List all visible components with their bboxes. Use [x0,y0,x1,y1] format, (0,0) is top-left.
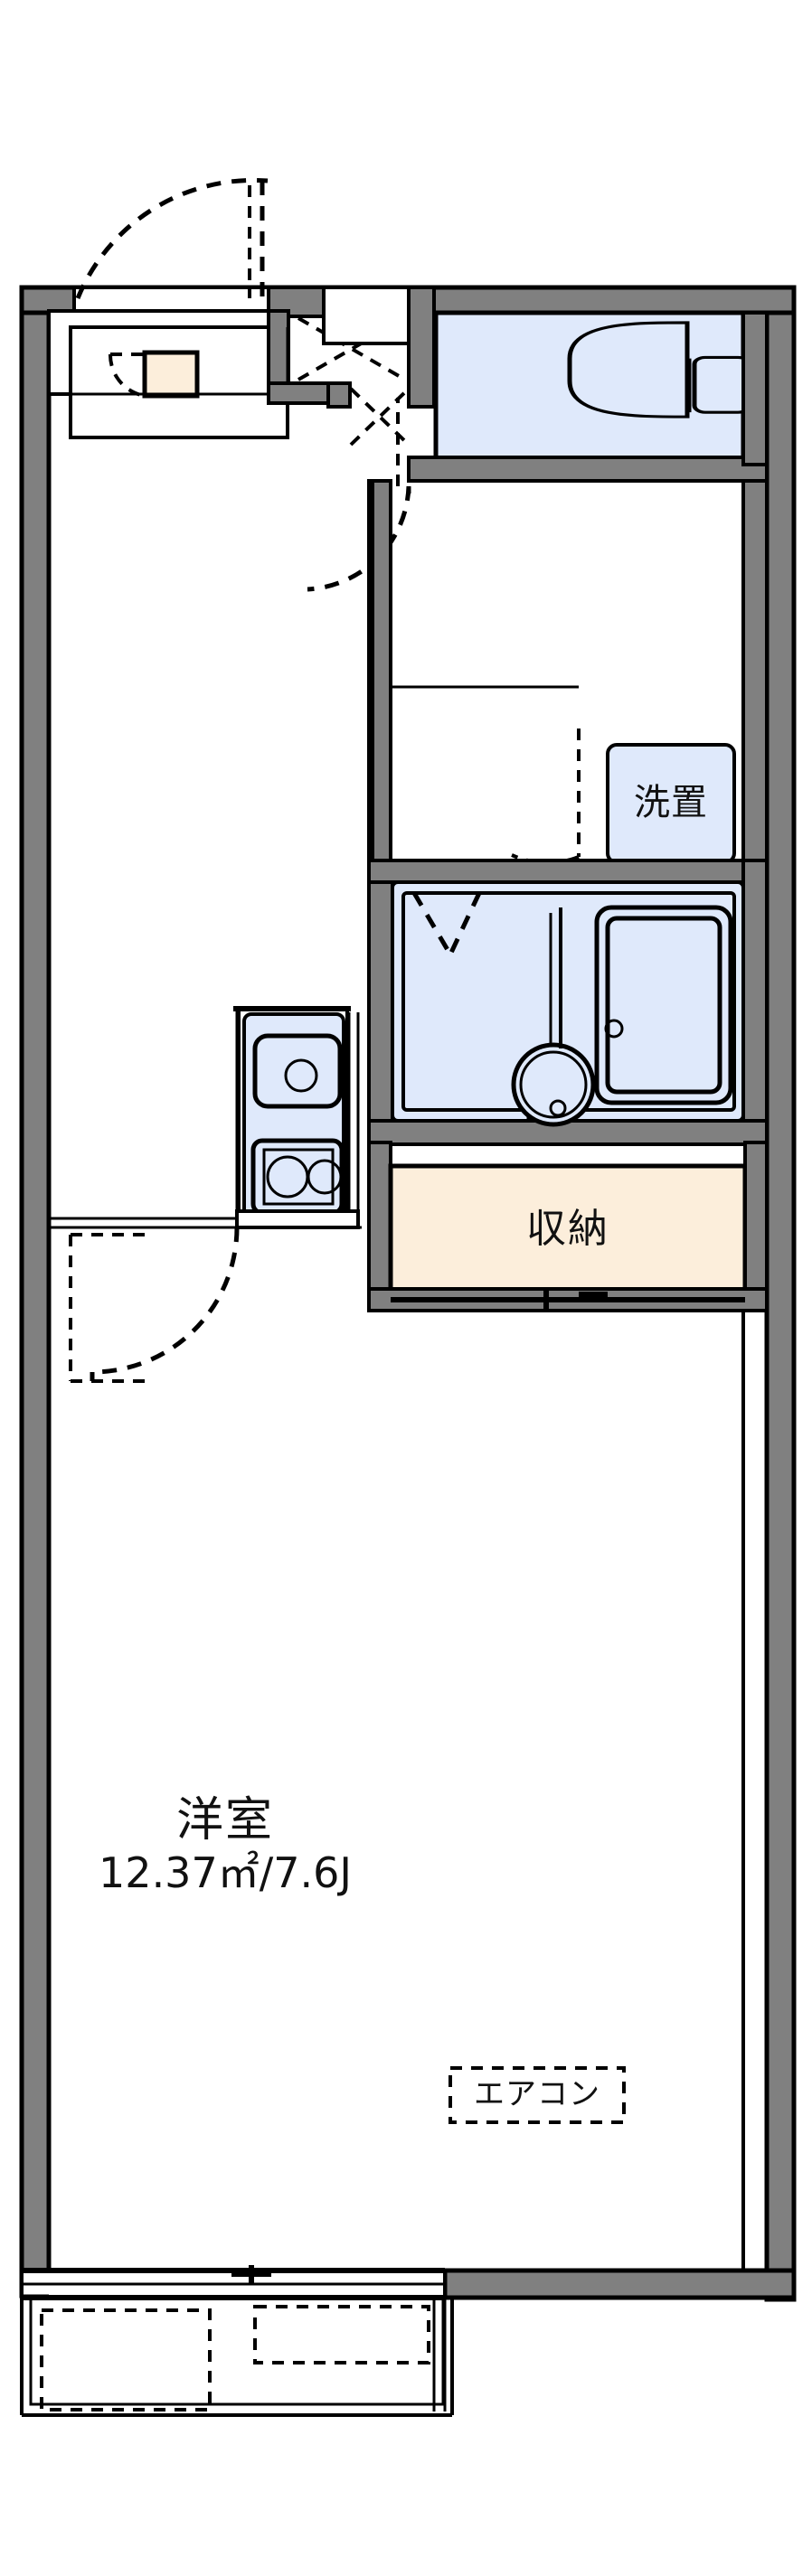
wall-bath-top [367,859,769,884]
kitchen-sink [252,1033,343,1109]
wall-storage-left [367,1141,392,1298]
gas-stove-inner [262,1148,335,1206]
balcony-handrail [253,2305,430,2364]
wash-basin-inner [519,1050,588,1119]
hall-ceiling-hatch [322,286,412,345]
balcony-slab [40,2308,212,2411]
storage-closet [388,1163,748,1299]
room-name-label: 洋室 [175,1793,274,1847]
aircon-unit [448,2066,626,2124]
wall-bath-left [367,859,394,1144]
wall-exterior-bottom-right [442,2268,797,2300]
toilet-door-swing [307,485,411,592]
toilet-bowl [567,321,690,418]
wall-toilet-left [407,286,436,409]
aircon-label: エアコン [474,2076,600,2112]
kitchen-sink-drain [284,1058,318,1093]
bath-door-fold-left [411,891,453,956]
wash-basin [511,1042,596,1127]
entrance-door-frame [72,286,270,313]
entrance-door-swing [75,177,269,299]
balcony-inner-line [29,2298,445,2406]
kitchen-base [235,1209,360,1229]
wall-washer-right [741,311,769,466]
bathtub-drain [604,1019,624,1039]
storage-label: 収納 [526,1206,609,1252]
bathtub-inner [605,916,722,1095]
washer-space-label: 洗置 [634,782,708,823]
bath-door-fold-right [448,891,482,956]
wall-exterior-left [19,285,52,2299]
shoe-cabinet [142,350,200,399]
wash-basin-drain [549,1099,567,1117]
wall-bath-bottom [367,1119,769,1146]
wall-corridor-right [741,479,769,862]
stove-burner-right [307,1159,343,1195]
toilet-tank [692,355,751,414]
room-area-label: 12.37㎡/7.6J [99,1848,352,1897]
wall-bath-right [741,859,769,1144]
wall-exterior-right [764,285,797,2302]
wall-hall-step [326,381,352,409]
room-door-swing [91,1227,240,1375]
wall-storage-right [743,1141,769,1298]
wall-toilet-bottom [407,456,769,483]
